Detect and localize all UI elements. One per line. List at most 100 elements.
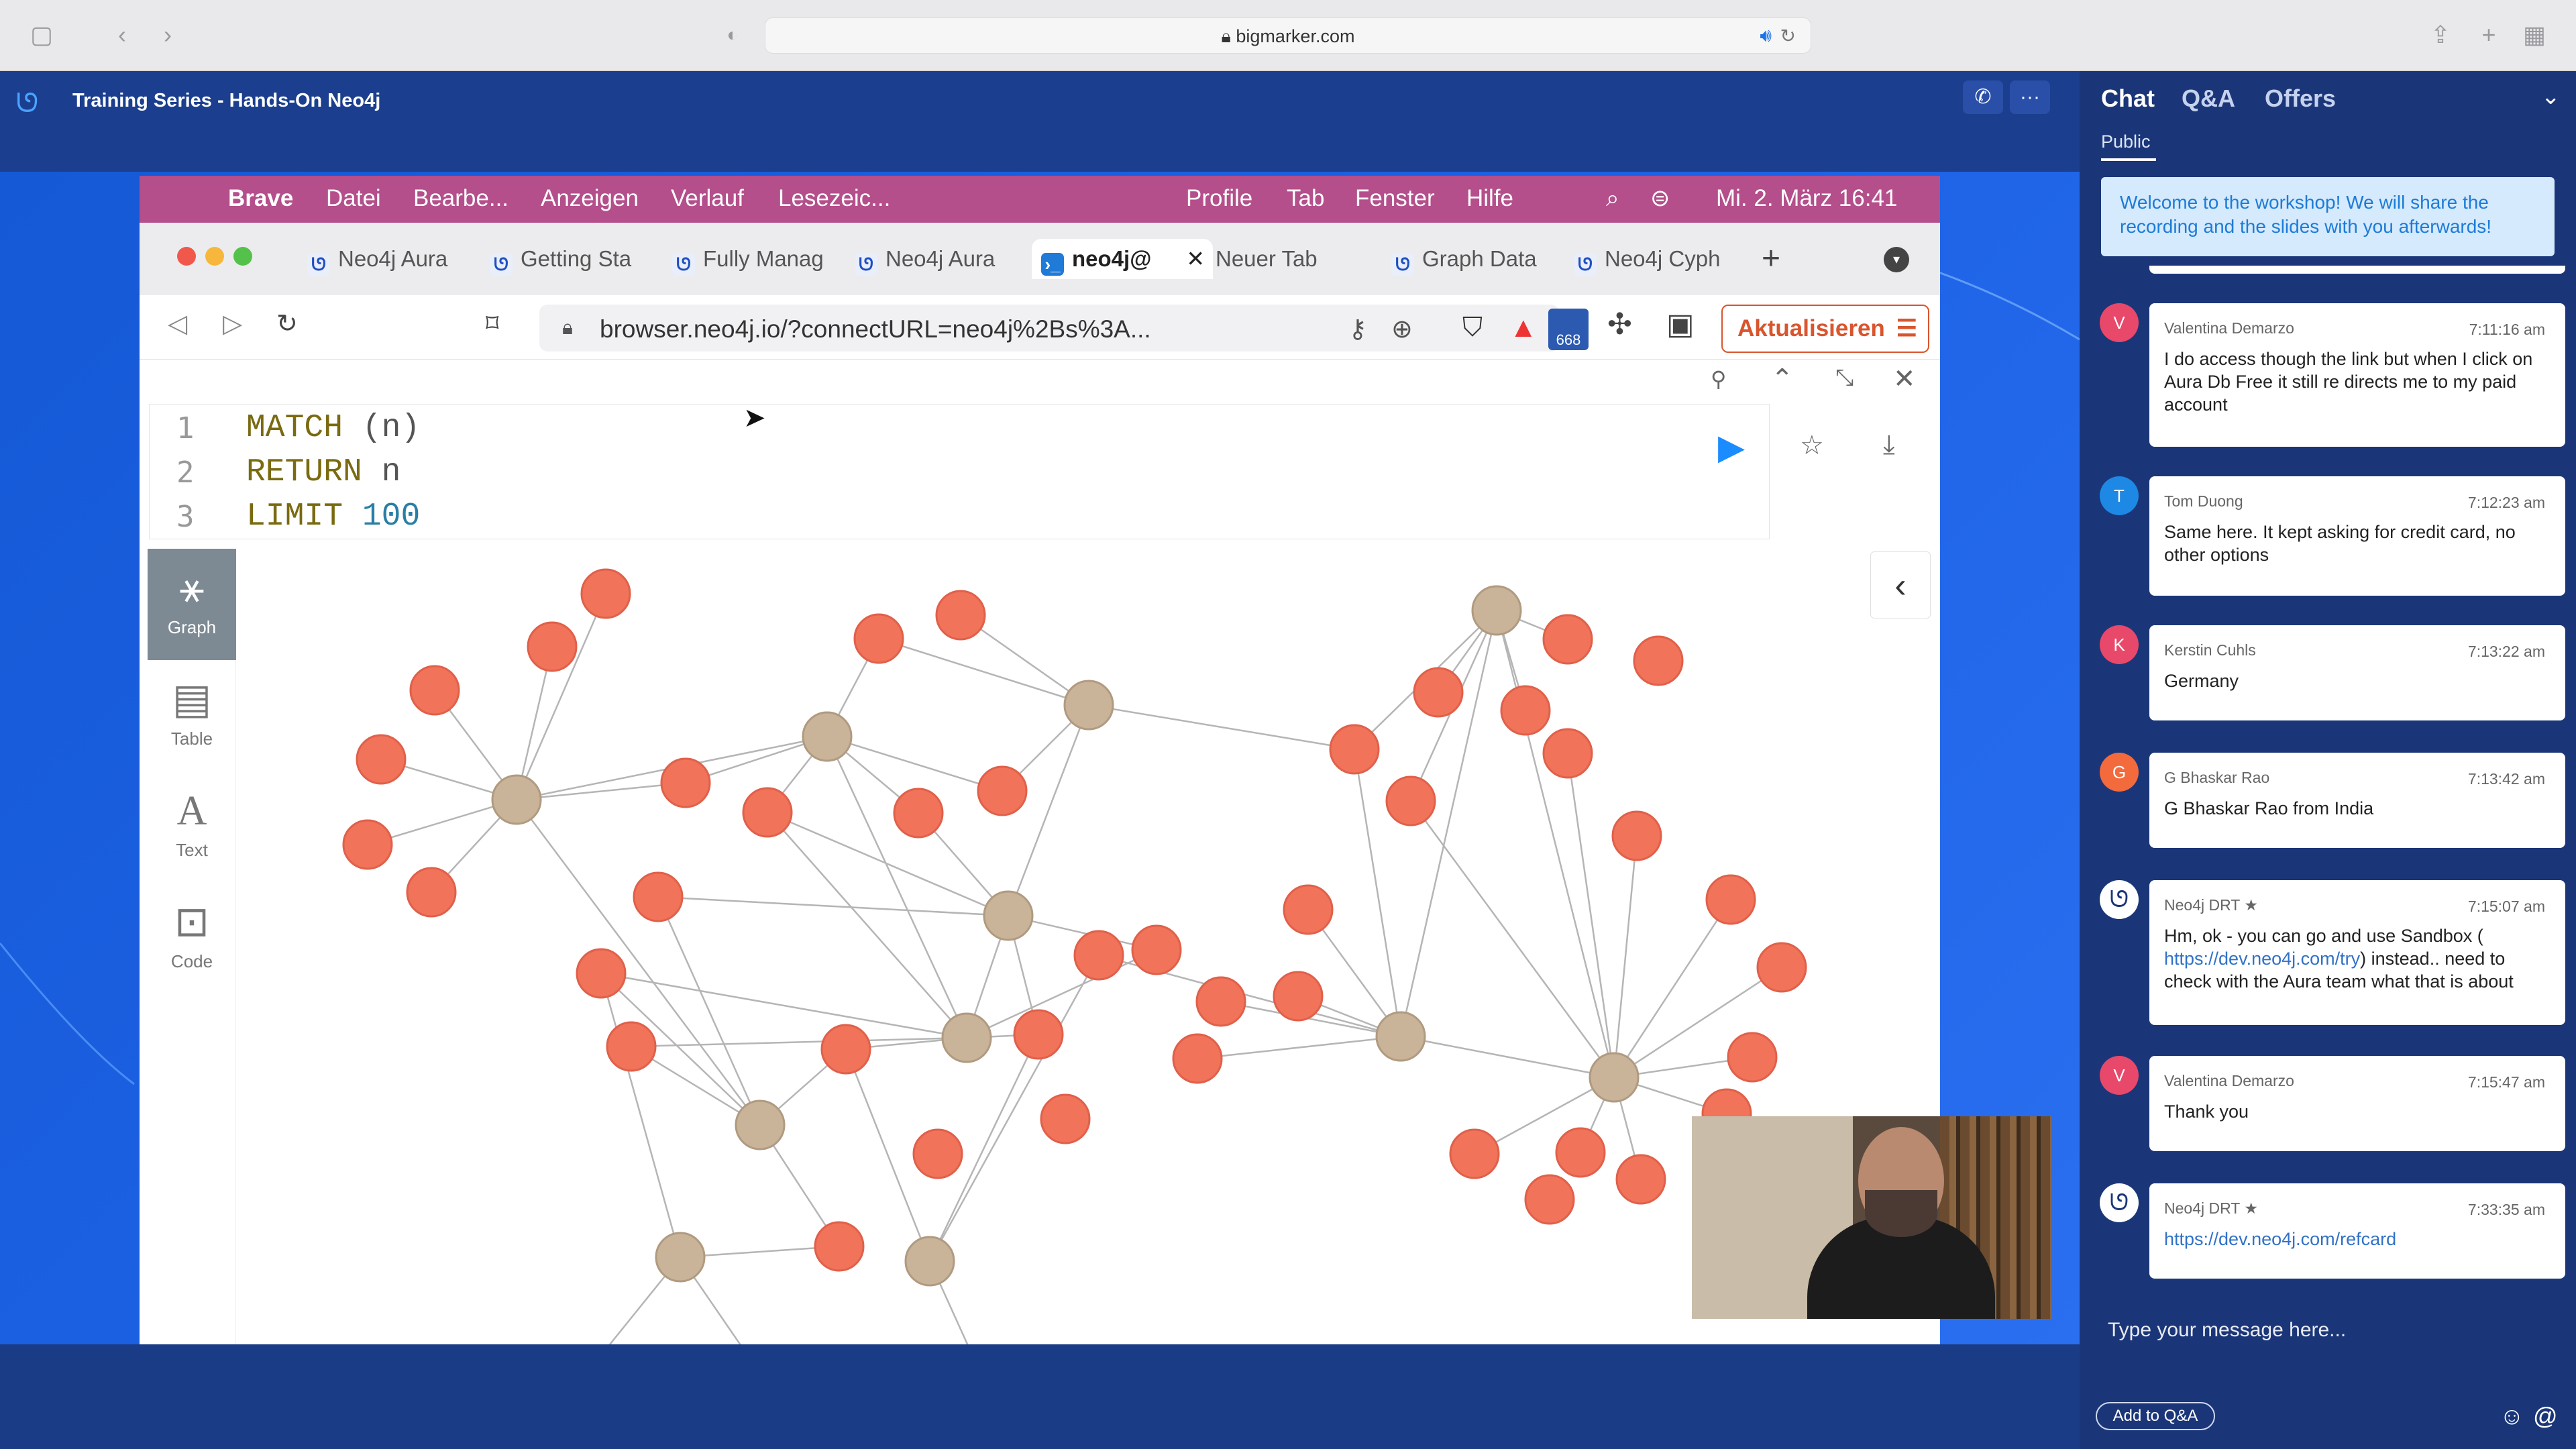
bookmark-icon[interactable]: ⌑ <box>486 310 499 338</box>
menu-item[interactable]: Bearbe... <box>413 185 509 211</box>
forward-icon[interactable]: ▷ <box>223 310 243 338</box>
tab-offers[interactable]: Offers <box>2265 85 2337 112</box>
share-icon[interactable]: ⇪ <box>2430 21 2451 48</box>
person-node[interactable] <box>1542 614 1593 665</box>
extension-badge[interactable]: 668 <box>1548 309 1589 350</box>
person-node[interactable] <box>1413 667 1464 718</box>
person-node[interactable] <box>935 590 986 641</box>
forward-icon[interactable]: › <box>164 21 172 48</box>
hamburger-icon[interactable]: ☰ <box>1896 315 1917 341</box>
person-node[interactable] <box>1555 1127 1606 1178</box>
person-node[interactable] <box>406 867 457 918</box>
code-view-tab[interactable]: ⊡Code <box>148 883 236 994</box>
person-node[interactable] <box>853 613 904 664</box>
movie-node[interactable] <box>1063 680 1114 731</box>
movie-node[interactable] <box>904 1236 955 1287</box>
graph-visualization[interactable] <box>240 549 1940 1344</box>
chat-message-input[interactable]: Type your message here... <box>2108 1319 2347 1341</box>
person-node[interactable] <box>356 734 407 785</box>
address-bar[interactable]: 🔒︎ browser.neo4j.io/?connectURL=neo4j%2B… <box>539 305 1559 352</box>
person-node[interactable] <box>1611 810 1662 861</box>
person-node[interactable] <box>580 568 631 619</box>
chevron-down-icon[interactable]: ⌄ <box>2541 84 2561 109</box>
menu-item[interactable]: Anzeigen <box>541 185 639 211</box>
reload-icon[interactable]: ↻ <box>276 310 298 338</box>
wallet-icon[interactable]: ▣ <box>1666 308 1695 341</box>
movie-node[interactable] <box>1589 1052 1640 1103</box>
minimize-window-icon[interactable] <box>205 247 224 266</box>
tab-list-icon[interactable]: ▾ <box>1884 247 1909 272</box>
back-icon[interactable]: ◁ <box>168 310 188 338</box>
run-query-icon[interactable]: ▶ <box>1718 428 1745 467</box>
control-center-icon[interactable]: ⊜ <box>1650 185 1670 211</box>
person-node[interactable] <box>912 1128 963 1179</box>
person-node[interactable] <box>814 1221 865 1272</box>
person-node[interactable] <box>1040 1093 1091 1144</box>
person-node[interactable] <box>1172 1033 1223 1084</box>
person-node[interactable] <box>1449 1128 1500 1179</box>
person-node[interactable] <box>1524 1174 1575 1225</box>
person-node[interactable] <box>1131 924 1182 975</box>
person-node[interactable] <box>1385 775 1436 826</box>
close-window-icon[interactable] <box>177 247 196 266</box>
phone-icon[interactable]: ✆ <box>1963 80 2003 114</box>
message-link[interactable]: https://dev.neo4j.com/refcard <box>2164 1229 2397 1249</box>
person-node[interactable] <box>1329 724 1380 775</box>
cypher-editor[interactable]: 1 2 3 MATCH (n) RETURN n LIMIT 100 ▶ ☆ ⤓ <box>149 404 1895 539</box>
pin-icon[interactable]: ⚲ <box>1711 367 1727 391</box>
sidebar-toggle-icon[interactable]: ▢ <box>30 21 53 48</box>
brave-rewards-icon[interactable]: ▲ <box>1509 311 1538 343</box>
tab-overview-icon[interactable]: ▦ <box>2522 21 2546 48</box>
collapse-up-icon[interactable]: ⌃ <box>1771 364 1794 394</box>
person-node[interactable] <box>1542 728 1593 779</box>
person-node[interactable] <box>1615 1154 1666 1205</box>
browser-tab[interactable]: Neuer Tab <box>1216 246 1318 271</box>
more-options-icon[interactable]: ··· <box>2010 80 2050 114</box>
brave-shield-icon[interactable]: ⛉ <box>1462 313 1483 342</box>
menu-item[interactable]: Tab <box>1287 185 1325 211</box>
person-node[interactable] <box>977 765 1028 816</box>
expand-details-button[interactable]: ‹ <box>1870 551 1931 619</box>
extensions-icon[interactable]: ✣ <box>1607 308 1632 341</box>
new-tab-icon[interactable]: + <box>2481 21 2496 48</box>
menu-item[interactable]: Fenster <box>1355 185 1435 211</box>
person-node[interactable] <box>1283 884 1334 935</box>
menu-app-name[interactable]: Brave <box>228 185 294 211</box>
zoom-icon[interactable]: ⊕ <box>1391 315 1413 343</box>
movie-node[interactable] <box>941 1012 992 1063</box>
key-icon[interactable]: ⚷ <box>1348 315 1367 343</box>
person-node[interactable] <box>820 1024 871 1075</box>
person-node[interactable] <box>1633 635 1684 686</box>
person-node[interactable] <box>527 621 578 672</box>
back-icon[interactable]: ‹ <box>118 21 126 48</box>
menu-item[interactable]: Hilfe <box>1466 185 1514 211</box>
person-node[interactable] <box>1013 1009 1064 1060</box>
movie-node[interactable] <box>655 1232 706 1283</box>
person-node[interactable] <box>1727 1032 1778 1083</box>
table-view-tab[interactable]: ▤Table <box>148 660 236 771</box>
menu-item[interactable]: Profile <box>1186 185 1253 211</box>
movie-node[interactable] <box>1471 585 1522 636</box>
favorite-star-icon[interactable]: ☆ <box>1800 431 1824 460</box>
movie-node[interactable] <box>802 711 853 762</box>
person-node[interactable] <box>606 1021 657 1072</box>
safari-url-bar[interactable]: 🔒︎ bigmarker.com 🔊︎ ↻ <box>765 17 1811 54</box>
menu-item[interactable]: Datei <box>326 185 381 211</box>
person-node[interactable] <box>1195 976 1246 1027</box>
add-to-qa-button[interactable]: Add to Q&A <box>2096 1402 2215 1430</box>
add-tab-icon[interactable]: + <box>1762 241 1781 276</box>
emoji-icon[interactable]: ☺ <box>2500 1402 2524 1430</box>
close-frame-icon[interactable]: ✕ <box>1893 364 1916 394</box>
browser-tab-active[interactable]: ›_neo4j@✕ <box>1032 239 1213 279</box>
person-node[interactable] <box>1073 930 1124 981</box>
movie-node[interactable] <box>735 1099 786 1150</box>
close-tab-icon[interactable]: ✕ <box>1186 246 1205 271</box>
person-node[interactable] <box>660 757 711 808</box>
person-node[interactable] <box>576 948 627 999</box>
maximize-window-icon[interactable] <box>233 247 252 266</box>
spotlight-icon[interactable]: ⌕ <box>1606 185 1619 211</box>
